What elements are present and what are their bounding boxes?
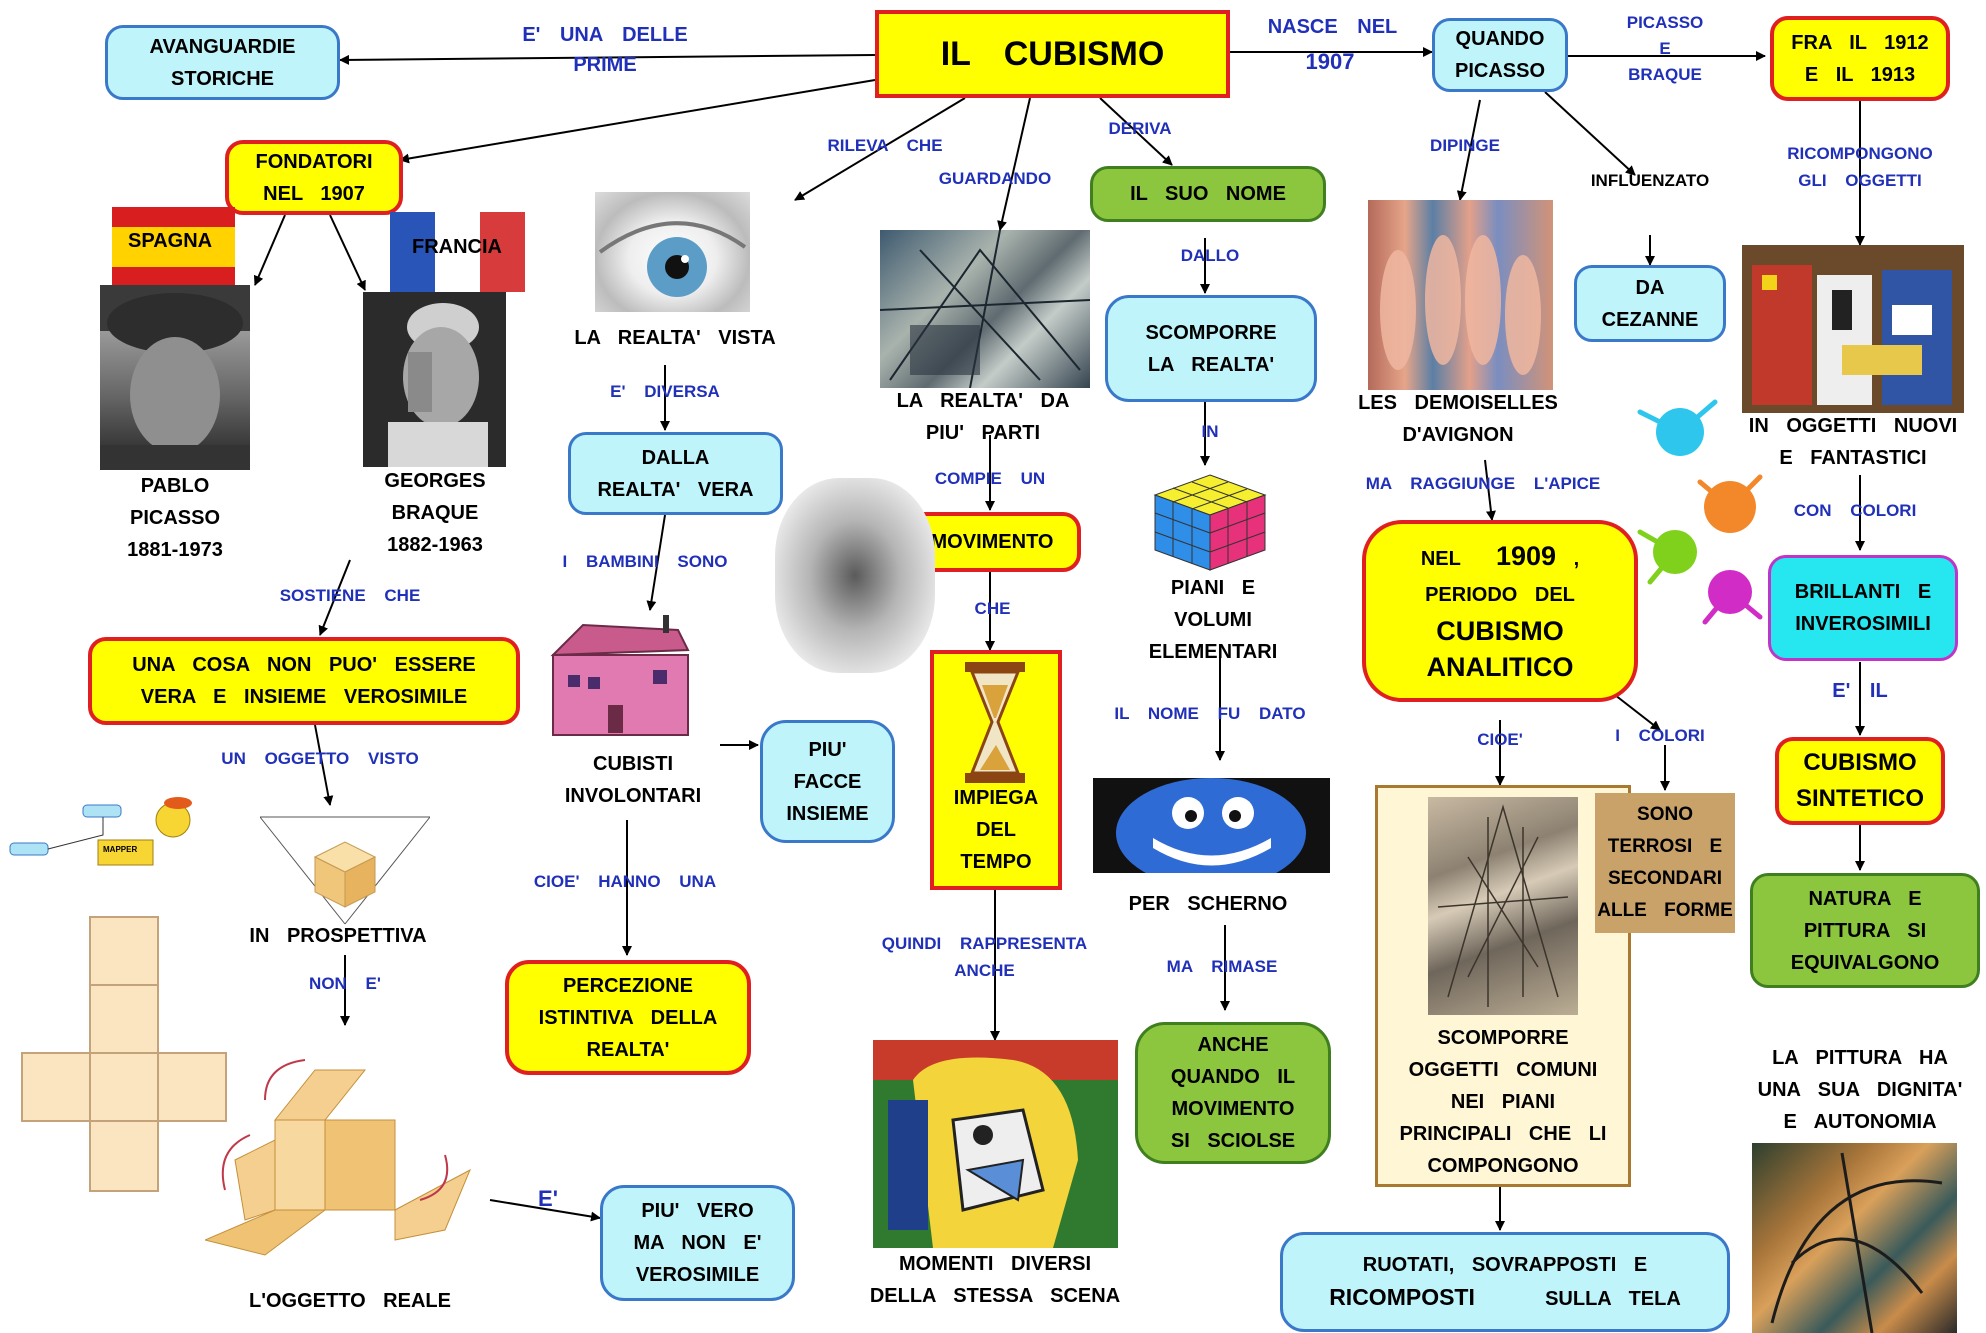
conn-rileva-che: RILEVA CHE: [827, 136, 943, 155]
france-flag-icon: [390, 212, 525, 292]
label-per-scherno: PER SCHERNO: [1128, 893, 1288, 915]
picasso-portrait-photo: [100, 285, 250, 470]
node-fra-1912: FRA IL 1912 E IL 1913: [1770, 16, 1950, 101]
conn-non-e: NON E': [309, 974, 381, 993]
node-avanguardie: AVANGUARDIE STORICHE: [105, 25, 340, 100]
conn-cioe: CIOE': [1477, 730, 1523, 749]
conn-nasce-year: 1907: [1305, 49, 1355, 74]
node-sono-terrosi: SONO TERROSI E SECONDARI ALLE FORME: [1595, 793, 1735, 933]
conn-un-oggetto: UN OGGETTO VISTO: [221, 749, 419, 768]
label-oggetti-nuovi: IN OGGETTI NUOVI E FANTASTICI: [1748, 415, 1958, 469]
conn-dipinge: DIPINGE: [1430, 136, 1500, 155]
braque-portrait-photo: [363, 292, 506, 467]
perspective-cube-icon: [260, 812, 430, 927]
conn-compie-un: COMPIE UN: [934, 469, 1046, 488]
conn-sostiene-che: SOSTIENE CHE: [279, 586, 421, 605]
analitico-nel: NEL: [1420, 547, 1461, 570]
node-anche-quando: ANCHE QUANDO IL MOVIMENTO SI SCIOLSE: [1135, 1022, 1331, 1164]
conn-influenzato: INFLUENZATO: [1590, 171, 1710, 190]
label-oggetto-reale: L'OGGETTO REALE: [249, 1290, 451, 1312]
eye-photo: [595, 192, 750, 312]
cube-net-icon: [20, 915, 230, 1195]
sculpture-photo: [775, 478, 935, 673]
flag-label-spagna: SPAGNA: [128, 230, 213, 252]
node-piu-facce: PIU' FACCE INSIEME: [760, 720, 895, 843]
conn-i-bambini: I BAMBINI SONO: [562, 552, 728, 571]
node-piu-vero: PIU' VERO MA NON E' VEROSIMILE: [600, 1185, 795, 1301]
node-dalla-realta: DALLA REALTA' VERA: [568, 432, 783, 515]
conn-deriva: DERIVA: [1108, 119, 1172, 138]
hourglass-icon: [960, 660, 1030, 785]
conn-ma-raggiunge: MA RAGGIUNGE L'APICE: [1365, 474, 1601, 493]
title-cubismo: IL CUBISMO: [875, 10, 1230, 98]
conn-cioe-hanno: CIOE' HANNO UNA: [533, 872, 717, 891]
conn-ma-rimase: MA RIMASE: [1166, 957, 1278, 976]
node-scomporre-realta: SCOMPORRE LA REALTA': [1105, 295, 1317, 402]
conn-e-diversa: E' DIVERSA: [610, 382, 720, 401]
analitico-analitico: ANALITICO: [1426, 651, 1574, 682]
analitico-periodo: PERIODO DEL: [1425, 583, 1575, 606]
label-prospettiva: IN PROSPETTIVA: [249, 925, 427, 947]
node-da-cezanne: DA CEZANNE: [1574, 265, 1726, 342]
node-ruotati: RUOTATI, SOVRAPPOSTI E RICOMPOSTI SULLA …: [1280, 1232, 1730, 1332]
flag-label-francia: FRANCIA: [412, 236, 502, 258]
conn-che: CHE: [974, 599, 1011, 618]
rubiks-cube-icon: [1150, 470, 1270, 575]
ruotati-tela: SULLA TELA: [1545, 1288, 1681, 1310]
label-scomporre-oggetti: SCOMPORRE OGGETTI COMUNI NEI PIANI PRINC…: [1399, 1027, 1607, 1177]
node-cubismo-sintetico: CUBISMO SINTETICO: [1775, 737, 1945, 825]
node-il-suo-nome: IL SUO NOME: [1090, 166, 1326, 222]
mapper-badge: MAPPER: [103, 845, 138, 854]
label-momenti: MOMENTI DIVERSI DELLA STESSA SCENA: [869, 1253, 1121, 1307]
node-natura-pittura: NATURA E PITTURA SI EQUIVALGONO: [1750, 873, 1980, 988]
label-georges-braque: GEORGES BRAQUE 1882-1963: [384, 470, 486, 556]
label-realta-parti: LA REALTA' DA PIU' PARTI: [896, 390, 1070, 444]
node-cubismo-analitico: NEL 1909 , PERIODO DEL CUBISMO ANALITICO: [1362, 520, 1638, 702]
ruotati-line1: RUOTATI, SOVRAPPOSTI E: [1362, 1254, 1648, 1276]
node-una-cosa: UNA COSA NON PUO' ESSERE VERA E INSIEME …: [88, 637, 520, 725]
synthetic-cubism-painting-icon: [1752, 1143, 1957, 1333]
folding-box-icon: [205, 1050, 475, 1260]
paint-splash-icon: [1620, 392, 1770, 632]
cartoon-monster-icon: [1093, 778, 1330, 873]
conn-dallo: DALLO: [1180, 246, 1240, 265]
analitico-year: 1909: [1495, 540, 1557, 571]
label-demoiselles: LES DEMOISELLES D'AVIGNON: [1358, 392, 1558, 446]
analytic-cubism-painting-icon: [1428, 797, 1578, 1015]
conn-guardando: GUARDANDO: [938, 169, 1052, 188]
conn-e-il: E' IL: [1832, 680, 1888, 702]
node-fondatori: FONDATORI NEL 1907: [225, 140, 403, 215]
label-piani-volumi: PIANI E VOLUMI ELEMENTARI: [1148, 577, 1278, 663]
label-cubisti: CUBISTI INVOLONTARI: [564, 753, 702, 807]
conn-nasce-nel: NASCE NEL: [1267, 16, 1398, 38]
conn-e-arrow: E': [538, 1186, 558, 1211]
conn-i-colori: I COLORI: [1615, 726, 1705, 745]
child-house-drawing-icon: [548, 615, 693, 740]
label-realta-vista: LA REALTA' VISTA: [574, 327, 776, 349]
conn-una-delle: E' UNA DELLE PRIME: [522, 24, 688, 76]
weeping-woman-painting-icon: [873, 1040, 1118, 1248]
mapper-character-icon: [8, 795, 208, 885]
conn-ricompongono: RICOMPONGONO GLI OGGETTI: [1787, 144, 1933, 190]
node-percezione: PERCEZIONE ISTINTIVA DELLA REALTA': [505, 960, 751, 1075]
demoiselles-painting-icon: [1368, 200, 1553, 390]
node-brillanti: BRILLANTI E INVEROSIMILI: [1768, 555, 1958, 661]
conn-in: IN: [1201, 422, 1219, 441]
spain-flag-icon: [112, 207, 235, 287]
conn-quindi: QUINDI RAPPRESENTA ANCHE: [881, 934, 1088, 980]
conn-picasso-braque: PICASSO E BRAQUE: [1626, 13, 1704, 84]
label-pittura-dignita: LA PITTURA HA UNA SUA DIGNITA' E AUTONOM…: [1757, 1047, 1963, 1133]
label-pablo-picasso: PABLO PICASSO 1881-1973: [127, 475, 223, 561]
picasso-musicians-painting-icon: [1742, 245, 1964, 413]
analitico-cubismo: CUBISMO: [1436, 615, 1564, 646]
conn-il-nome: IL NOME FU DATO: [1114, 704, 1306, 723]
conn-con-colori: CON COLORI: [1793, 501, 1917, 520]
node-quando-picasso: QUANDO PICASSO: [1432, 18, 1568, 92]
cubist-painting-icon: [880, 230, 1090, 388]
ruotati-ricomposti: RICOMPOSTI: [1329, 1284, 1475, 1310]
